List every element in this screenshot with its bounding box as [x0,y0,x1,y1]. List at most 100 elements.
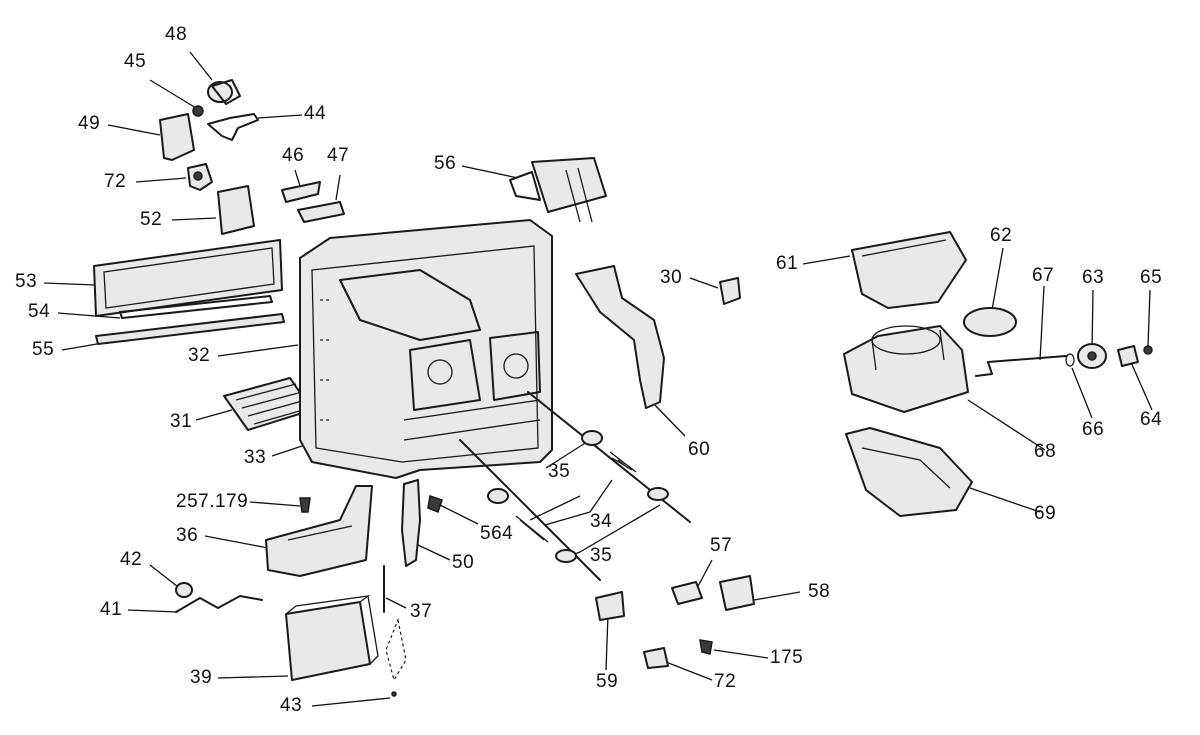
callout-35-upper: 35 [548,461,571,482]
leader-44 [257,114,303,119]
callout-42: 42 [120,549,143,570]
callout-41: 41 [100,599,123,620]
callout-33: 33 [244,447,267,468]
leader-58 [753,591,801,601]
leader-49 [107,124,161,136]
callout-64: 64 [1140,409,1163,430]
leader-47 [335,174,341,201]
leader-52 [171,217,217,221]
callout-32: 32 [188,345,211,366]
callout-69: 69 [1034,503,1057,524]
part-43-pin [391,691,397,697]
callout-59: 59 [596,671,619,692]
callout-44: 44 [304,103,327,124]
leader-61 [802,255,851,265]
leader-72b [665,661,713,681]
callout-564: 564 [480,523,514,544]
part-564-screw [427,495,443,513]
leader-35a2 [529,495,581,521]
leader-39 [217,675,289,679]
part-47-bracket [297,201,345,223]
part-52-block [217,185,255,235]
part-68-blower-housing [843,325,969,413]
callout-55: 55 [32,339,55,360]
part-34-35-springs [459,391,691,581]
part-48-knob [207,79,241,105]
leader-30 [689,277,719,289]
leader-50 [417,544,451,561]
part-56-motor [509,157,607,223]
callout-37: 37 [410,601,433,622]
callout-36: 36 [176,525,199,546]
callout-60: 60 [688,439,711,460]
callout-62: 62 [990,225,1013,246]
callout-72-top: 72 [104,171,127,192]
leader-60 [649,399,686,437]
leader-68 [967,399,1046,451]
part-54-strip [119,295,273,319]
leader-56 [461,165,519,179]
callout-43: 43 [280,695,303,716]
callout-50: 50 [452,552,475,573]
callout-57: 57 [710,535,733,556]
callout-66: 66 [1082,419,1105,440]
callout-68: 68 [1034,441,1057,462]
callout-63: 63 [1082,267,1105,288]
part-60-bracket [575,265,665,409]
part-42-grommet [175,582,193,598]
leader-45 [149,79,197,109]
callout-39: 39 [190,667,213,688]
leader-67 [1039,285,1045,361]
part-72-clip [643,647,669,669]
part-49-bracket [159,113,195,161]
callout-175: 175 [770,647,804,668]
leader-62 [991,247,1004,311]
part-66-washer [1065,353,1075,367]
leader-64 [1129,359,1153,411]
leader-564 [439,504,479,525]
leader-37 [385,597,407,609]
leader-46 [294,169,301,187]
callout-31: 31 [170,411,193,432]
part-61-top-duct [851,231,967,309]
callout-58: 58 [808,581,831,602]
leader-54 [57,312,121,319]
callout-48: 48 [165,24,188,45]
leader-65 [1147,289,1151,347]
callout-61: 61 [776,253,799,274]
callout-56: 56 [434,153,457,174]
callout-257-179: 257.179 [176,491,249,512]
part-31-grille [223,377,313,431]
part-36-plate [265,485,373,577]
part-39-box [285,595,379,681]
callout-45: 45 [124,51,147,72]
part-41-cable [175,595,263,613]
part-37-rod [383,565,407,682]
leader-57 [695,559,713,591]
leader-43 [311,697,391,707]
leader-63 [1091,289,1094,351]
callout-35-lower: 35 [590,545,613,566]
part-69-lower-scroll [845,427,973,517]
callout-34: 34 [590,511,613,532]
part-50-bracket [401,479,421,567]
leader-31 [195,409,233,421]
part-72-actuator [187,163,213,191]
callout-30: 30 [660,267,683,288]
part-46-bracket [281,181,321,203]
leader-34 [544,479,613,526]
part-58-plate [719,575,755,611]
leader-72a [135,177,187,183]
callout-47: 47 [327,145,350,166]
part-55-rail [95,313,285,345]
leader-69 [969,487,1041,513]
part-45-nut [192,105,204,117]
part-59-plate [595,591,625,621]
part-67-rod [975,355,1067,377]
leader-257 [249,501,301,507]
part-257-screw [299,497,311,513]
part-53-filter-frame [93,239,283,317]
callout-52: 52 [140,209,163,230]
